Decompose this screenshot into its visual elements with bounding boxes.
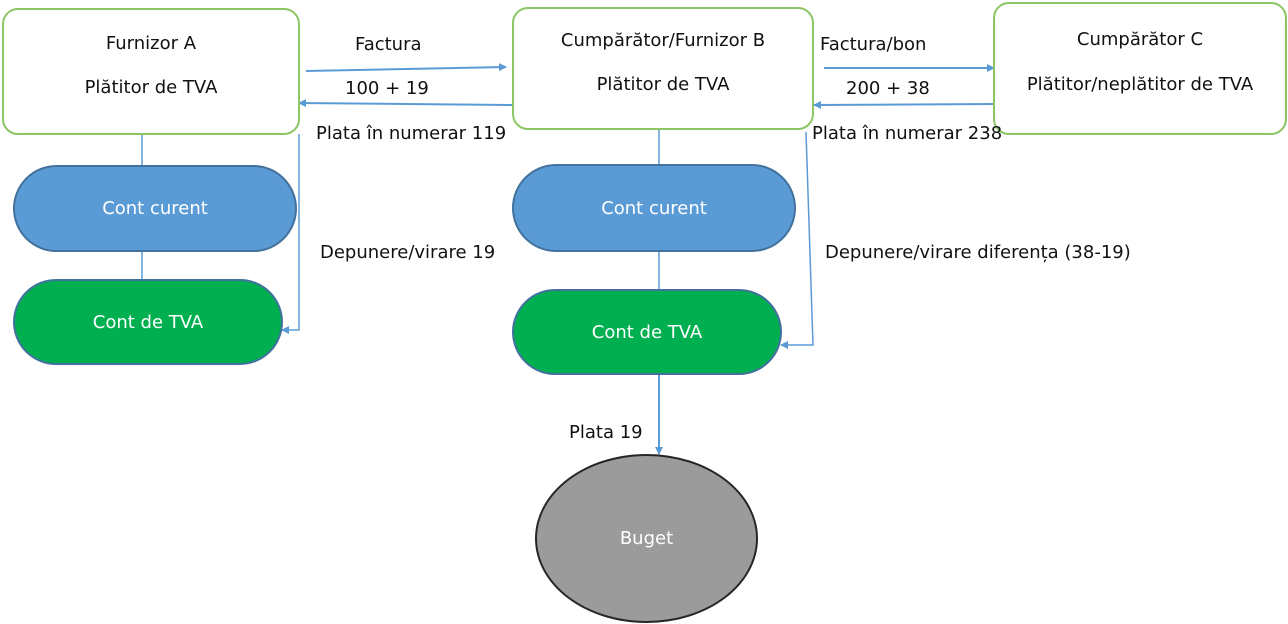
buyer-c-box: Cumpărător C Plătitor/neplătitor de TVA [993, 2, 1287, 135]
b-vat-account: Cont de TVA [512, 289, 782, 375]
b-current-account: Cont curent [512, 164, 796, 252]
arrow-plata-c-to-b [813, 100, 994, 109]
buyer-supplier-b-status: Plătitor de TVA [596, 74, 730, 95]
arrow-deposit-b [780, 131, 814, 349]
label-b-vat-deposit: Depunere/virare diferența (38-19) [825, 242, 1131, 263]
buyer-c-status: Plătitor/neplătitor de TVA [1026, 74, 1254, 95]
label-c-to-b-payment: Plata în numerar 238 [812, 123, 1003, 144]
buyer-c-name: Cumpărător C [1076, 29, 1204, 50]
buyer-supplier-b-box: Cumpărător/Furnizor B Plătitor de TVA [512, 7, 814, 130]
label-budget-payment: Plata 19 [569, 422, 643, 443]
arrow-deposit-a [281, 134, 300, 334]
supplier-a-box: Furnizor A Plătitor de TVA [2, 8, 300, 135]
label-a-to-b-amount: 100 + 19 [345, 78, 429, 99]
supplier-a-status: Plătitor de TVA [84, 77, 218, 98]
a-current-account: Cont curent [13, 165, 297, 252]
budget-oval: Buget [535, 454, 758, 623]
label-a-vat-deposit: Depunere/virare 19 [320, 242, 496, 263]
buyer-supplier-b-name: Cumpărător/Furnizor B [560, 30, 766, 51]
arrow-plata-b-to-a [298, 99, 513, 108]
a-vat-account: Cont de TVA [13, 279, 283, 365]
label-b-to-c-amount: 200 + 38 [846, 78, 930, 99]
label-a-to-b-document: Factura [355, 34, 422, 55]
label-b-to-c-document: Factura/bon [820, 34, 927, 55]
supplier-a-name: Furnizor A [105, 33, 197, 54]
arrow-factura-a-to-b [305, 63, 507, 72]
label-b-to-a-payment: Plata în numerar 119 [316, 123, 507, 144]
